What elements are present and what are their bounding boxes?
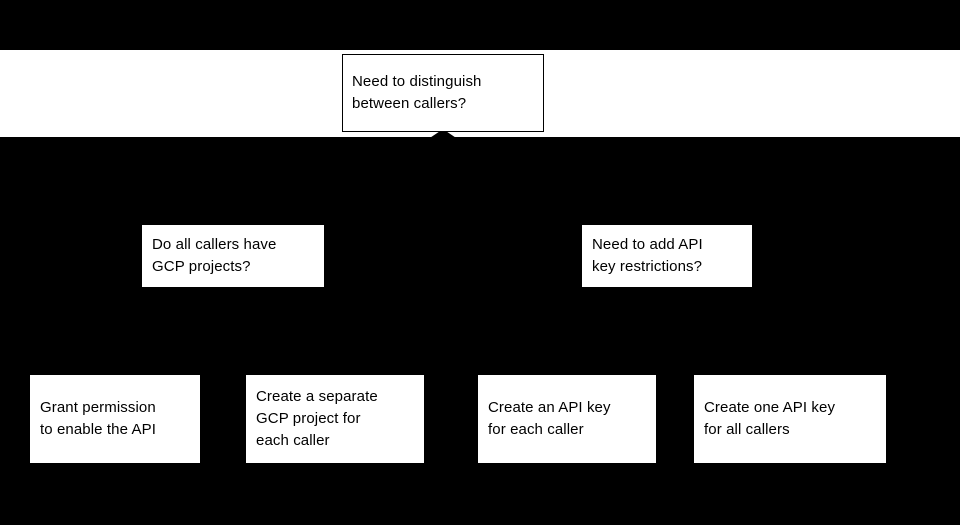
edge-grant-permission-to-gcp-projects <box>114 289 234 375</box>
node-label: Need to distinguish between callers? <box>352 73 482 112</box>
node-label: Create one API key for all callers <box>704 399 836 438</box>
edge-api-restrictions-to-root <box>442 133 668 225</box>
node-label: Grant permission to enable the API <box>40 399 156 438</box>
node-do-all-callers-have-gcp-projects[interactable]: Do all callers have GCP projects? <box>142 225 324 287</box>
edge-key-all-callers-to-api-restrictions <box>666 289 791 375</box>
node-label: Create an API key for each caller <box>488 399 611 438</box>
node-need-to-add-api-key-restrictions[interactable]: Need to add API key restrictions? <box>582 225 752 287</box>
node-label: Need to add API key restrictions? <box>592 236 703 275</box>
arrowhead-into-gcp-projects <box>212 285 254 299</box>
node-need-to-distinguish-between-callers[interactable]: Need to distinguish between callers? <box>342 54 544 132</box>
node-label: Create a separate GCP project for each c… <box>256 388 378 449</box>
node-create-a-separate-gcp-project-for-each-caller[interactable]: Create a separate GCP project for each c… <box>246 375 424 463</box>
arrowhead-into-api-restrictions <box>646 285 688 299</box>
node-create-one-api-key-for-all-callers[interactable]: Create one API key for all callers <box>694 375 886 463</box>
edge-key-each-caller-to-api-restrictions <box>566 289 668 375</box>
edge-separate-project-to-gcp-projects <box>232 289 336 375</box>
edge-gcp-projects-to-root <box>232 133 444 225</box>
node-create-an-api-key-for-each-caller[interactable]: Create an API key for each caller <box>478 375 656 463</box>
node-grant-permission-to-enable-the-api[interactable]: Grant permission to enable the API <box>30 375 200 463</box>
node-label: Do all callers have GCP projects? <box>152 236 277 275</box>
